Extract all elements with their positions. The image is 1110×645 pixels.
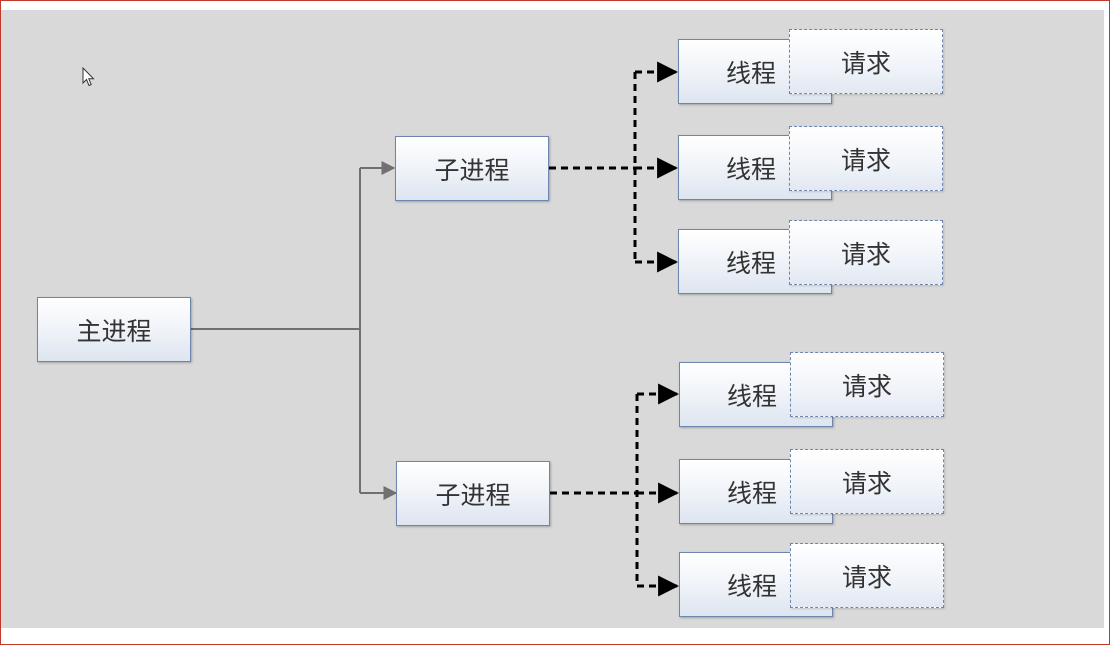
request-label: 请求 [840,145,891,175]
request-label: 请求 [841,562,892,592]
thread-label: 线程 [726,58,777,88]
main-to-child-connectors [190,161,398,500]
thread-label: 线程 [727,478,778,508]
child-process-label: 子进程 [434,155,510,185]
child1-thread-connectors [549,61,679,273]
thread-label: 线程 [726,248,777,278]
child-process-label: 子进程 [435,480,511,510]
request-label: 请求 [841,468,892,498]
request-label: 请求 [841,371,892,401]
child2-thread-connectors [550,383,680,597]
request-label: 请求 [840,239,891,269]
request-box-1-3: 请求 [789,220,943,285]
mouse-cursor-icon [82,67,95,87]
request-box-1-2: 请求 [789,126,943,191]
thread-label: 线程 [727,381,778,411]
request-box-2-2: 请求 [790,449,944,514]
main-process-box: 主进程 [37,297,191,362]
thread-label: 线程 [727,571,778,601]
child-process-box-2: 子进程 [396,461,550,526]
request-box-2-1: 请求 [790,352,944,417]
main-process-label: 主进程 [76,316,152,346]
thread-label: 线程 [726,154,777,184]
request-label: 请求 [840,48,891,78]
request-box-1-1: 请求 [789,29,943,94]
request-box-2-3: 请求 [790,543,944,608]
child-process-box-1: 子进程 [395,136,549,201]
